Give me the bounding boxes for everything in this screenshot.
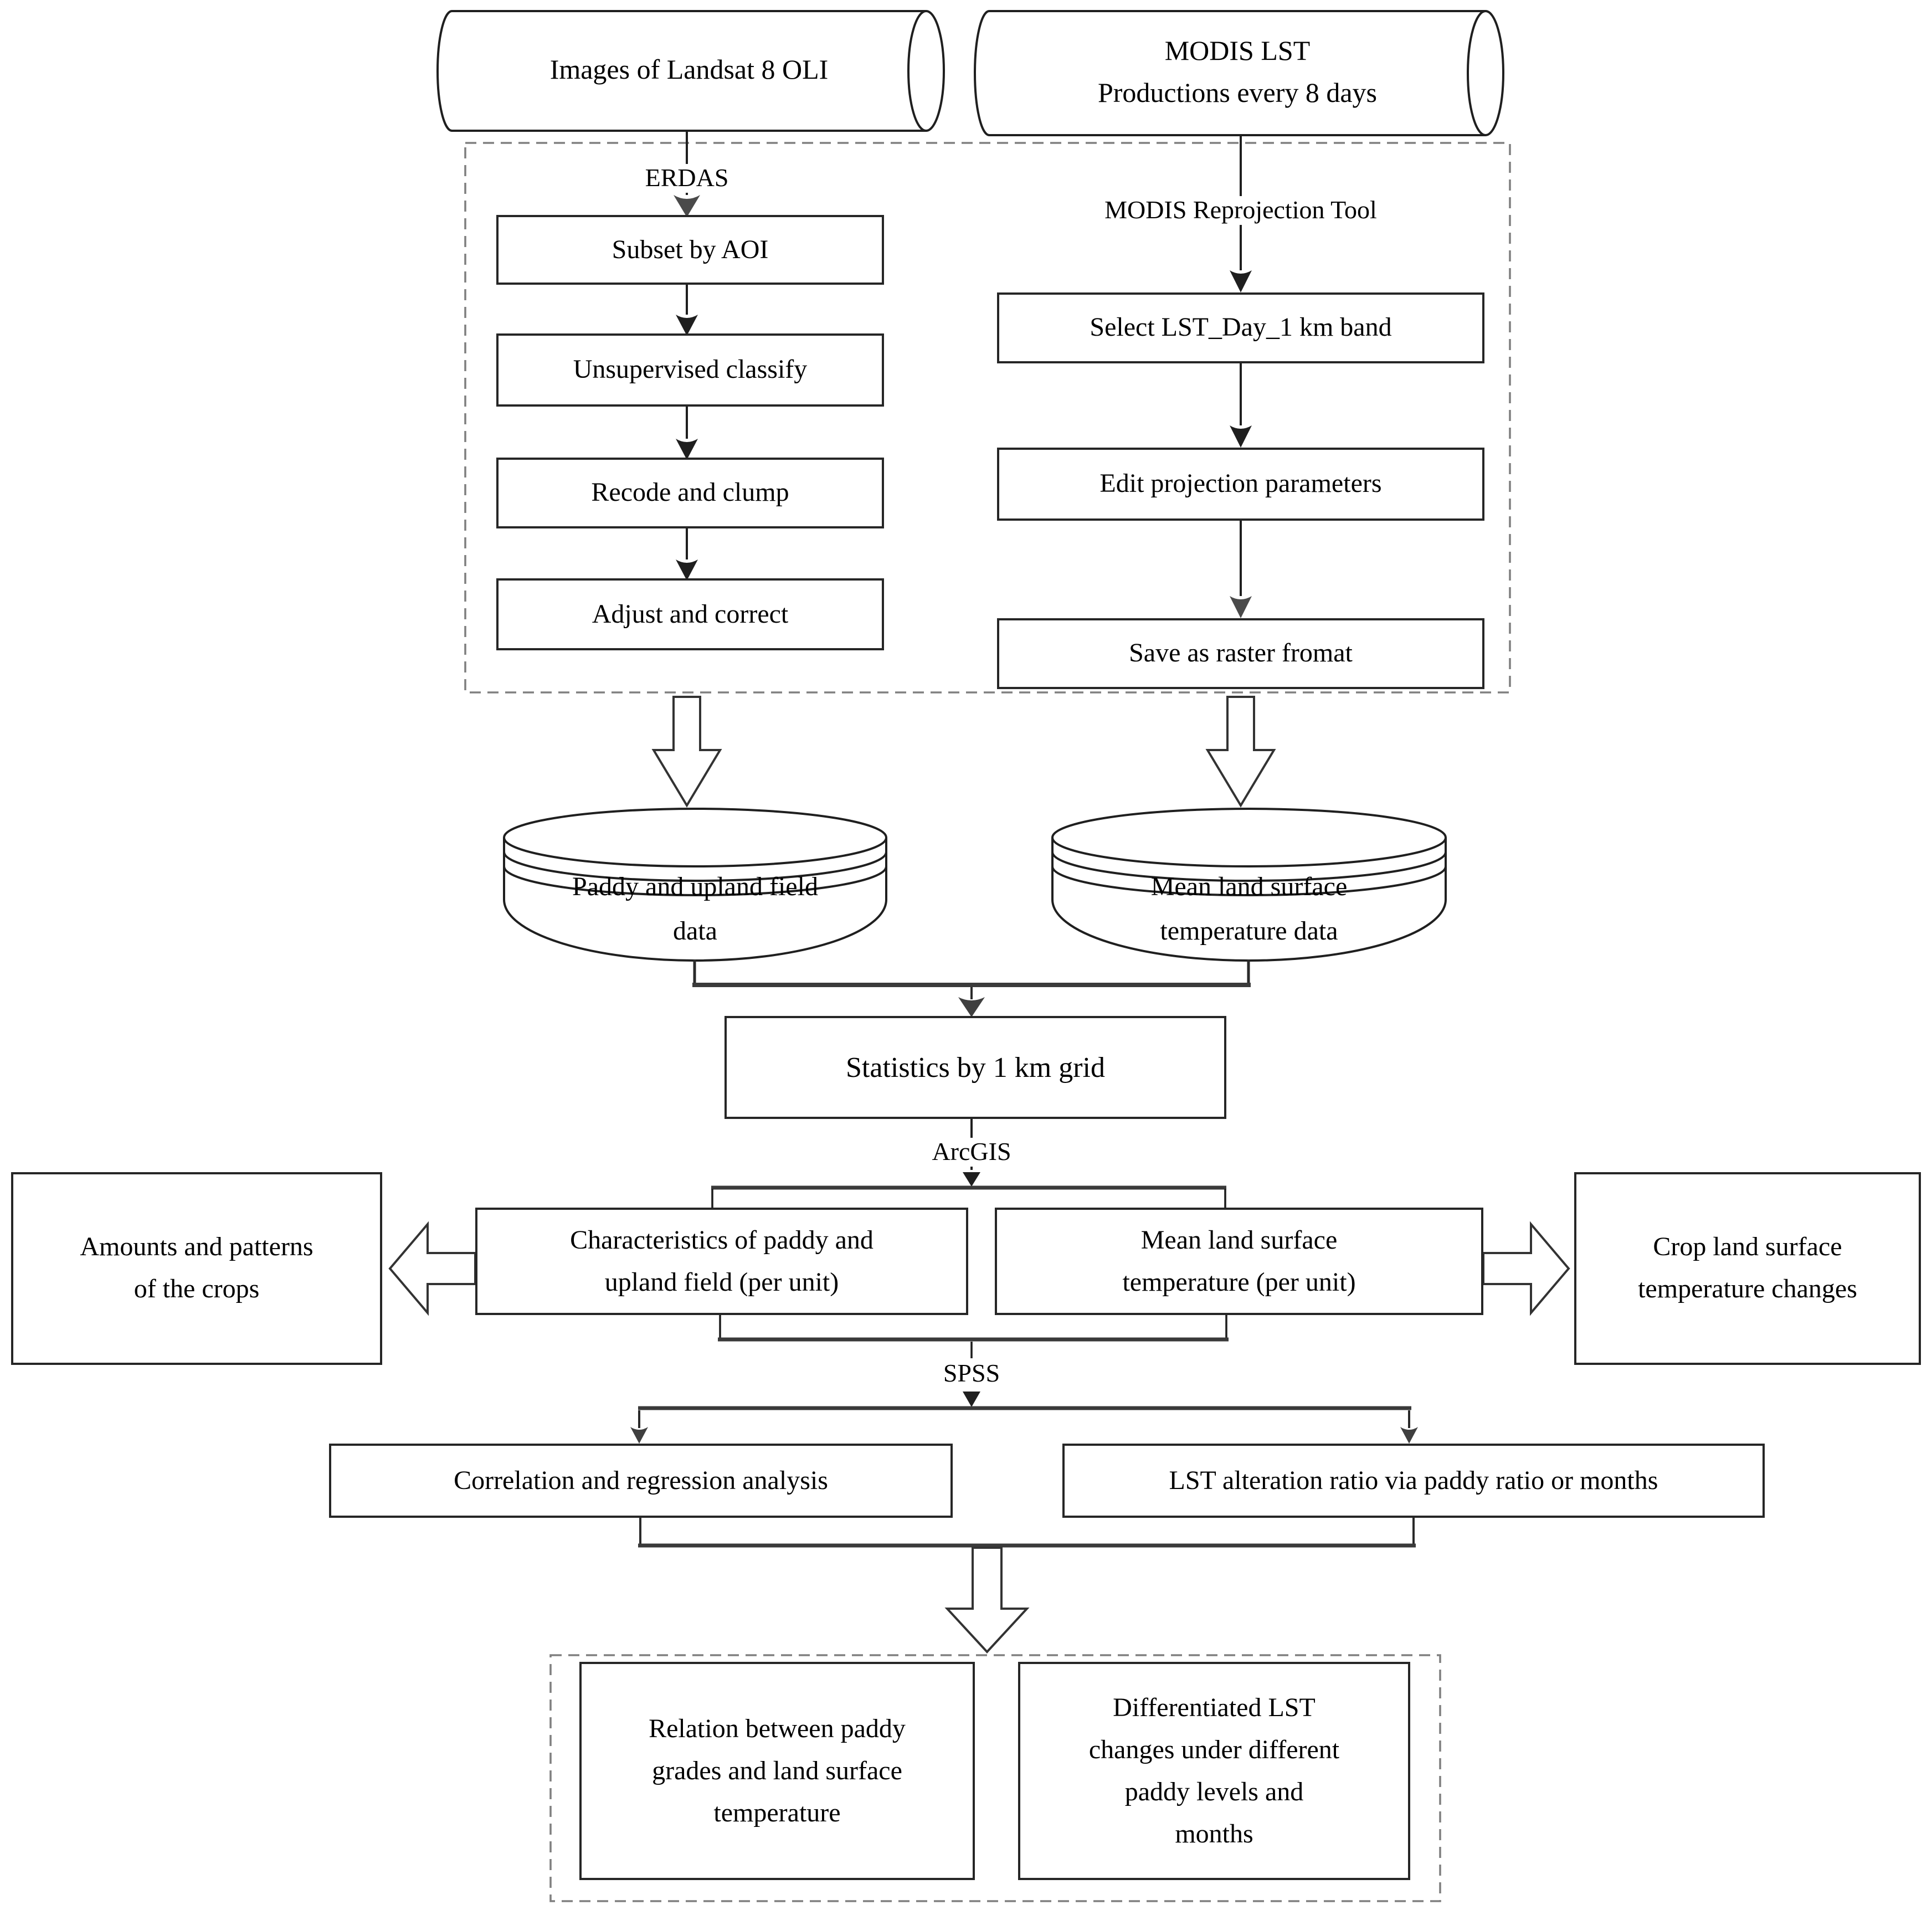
database-merge-connector: [692, 959, 1251, 1017]
crop-lst-changes-line1: Crop land surface: [1653, 1233, 1842, 1262]
relation-paddy-lst-box: Relation between paddy grades and land s…: [579, 1662, 975, 1880]
crop-lst-changes-box: Crop land surface temperature changes: [1574, 1172, 1921, 1365]
source-landsat-cylinder: Images of Landsat 8 OLI: [452, 11, 926, 131]
source-modis-cylinder: MODIS LST Productions every 8 days: [989, 11, 1486, 135]
spss-connector: [718, 1315, 1229, 1407]
statistics-box-label: Statistics by 1 km grid: [846, 1051, 1105, 1083]
paddy-database-line1: Paddy and upland field: [572, 873, 818, 902]
mean-lst-per-unit-line1: Mean land surface: [1140, 1226, 1338, 1255]
analysis-split-connector: [630, 1406, 1418, 1444]
step-recode-and-clump: Recode and clump: [496, 458, 884, 528]
results-dashed-container: [549, 1654, 1441, 1902]
amounts-patterns-box: Amounts and patterns of the crops: [11, 1172, 382, 1365]
lst-database-line1: Mean land surface: [1150, 873, 1348, 902]
step-adjust-and-correct: Adjust and correct: [496, 578, 884, 650]
mean-lst-per-unit-line2: temperature (per unit): [1122, 1268, 1356, 1297]
amounts-patterns-line1: Amounts and patterns: [80, 1233, 314, 1262]
source-landsat-label: Images of Landsat 8 OLI: [549, 55, 829, 85]
amounts-patterns-line2: of the crops: [133, 1275, 260, 1304]
step-save-as-raster-label: Save as raster fromat: [1129, 639, 1353, 668]
lst-database-line2: temperature data: [1160, 917, 1338, 946]
correlation-analysis-label: Correlation and regression analysis: [454, 1466, 828, 1495]
differentiated-lst-line4: months: [1175, 1820, 1253, 1849]
step-adjust-and-correct-label: Adjust and correct: [592, 600, 789, 629]
modis-reprojection-tool-label: MODIS Reprojection Tool: [1096, 196, 1386, 225]
correlation-analysis-box: Correlation and regression analysis: [329, 1444, 953, 1518]
mean-lst-per-unit-box: Mean land surface temperature (per unit): [995, 1208, 1483, 1315]
step-save-as-raster: Save as raster fromat: [997, 618, 1484, 689]
paddy-database-label: Paddy and upland field data: [510, 864, 881, 955]
erdas-label: ERDAS: [636, 164, 738, 193]
arcgis-connector: [711, 1119, 1226, 1208]
crop-lst-changes-line2: temperature changes: [1638, 1275, 1857, 1304]
step-edit-projection-parameters: Edit projection parameters: [997, 448, 1484, 521]
relation-paddy-lst-line2: grades and land surface: [652, 1757, 902, 1785]
characteristics-line2: upland field (per unit): [604, 1268, 839, 1297]
relation-paddy-lst-line1: Relation between paddy: [649, 1714, 906, 1743]
erdas-mrt-dashed-container: [464, 142, 1511, 694]
differentiated-lst-line3: paddy levels and: [1124, 1778, 1304, 1806]
lst-database-label: Mean land surface temperature data: [1058, 864, 1440, 955]
characteristics-box: Characteristics of paddy and upland fiel…: [475, 1208, 968, 1315]
relation-paddy-lst-line3: temperature: [713, 1799, 841, 1827]
source-modis-line2: Productions every 8 days: [1097, 79, 1378, 109]
step-select-lst-band-label: Select LST_Day_1 km band: [1090, 314, 1392, 342]
step-edit-projection-parameters-label: Edit projection parameters: [1099, 470, 1382, 499]
source-modis-line1: MODIS LST: [1164, 37, 1311, 66]
block-arrow-right-crop: [1482, 1221, 1570, 1316]
erdas-flow-connectors: [674, 131, 700, 581]
paddy-database-shape: [503, 808, 887, 962]
step-subset-by-aoi-label: Subset by AOI: [612, 235, 769, 264]
lst-database-shape: [1051, 808, 1447, 962]
step-recode-and-clump-label: Recode and clump: [591, 479, 789, 507]
statistics-box: Statistics by 1 km grid: [724, 1016, 1226, 1119]
results-merge-connector: [638, 1518, 1416, 1548]
spss-label: SPSS: [934, 1359, 1009, 1388]
block-arrow-down-lst: [1205, 696, 1276, 808]
differentiated-lst-line1: Differentiated LST: [1113, 1693, 1316, 1722]
differentiated-lst-box: Differentiated LST changes under differe…: [1018, 1662, 1410, 1880]
step-unsupervised-classify-label: Unsupervised classify: [573, 356, 808, 384]
lst-alteration-ratio-label: LST alteration ratio via paddy ratio or …: [1169, 1466, 1658, 1495]
differentiated-lst-line2: changes under different: [1088, 1736, 1340, 1764]
mrt-flow-connectors: [1230, 135, 1252, 618]
block-arrow-down-results: [944, 1547, 1030, 1654]
block-arrow-left-amounts: [388, 1221, 476, 1316]
step-subset-by-aoi: Subset by AOI: [496, 215, 884, 285]
block-arrow-down-paddy: [651, 696, 722, 808]
step-select-lst-band: Select LST_Day_1 km band: [997, 292, 1484, 363]
characteristics-line1: Characteristics of paddy and: [570, 1226, 873, 1255]
modis-cylinder-shape: [974, 10, 1504, 136]
lst-alteration-ratio-box: LST alteration ratio via paddy ratio or …: [1062, 1444, 1765, 1518]
landsat-cylinder-shape: [436, 10, 945, 132]
arcgis-label: ArcGIS: [923, 1138, 1020, 1167]
step-unsupervised-classify: Unsupervised classify: [496, 333, 884, 407]
paddy-database-line2: data: [673, 917, 717, 946]
